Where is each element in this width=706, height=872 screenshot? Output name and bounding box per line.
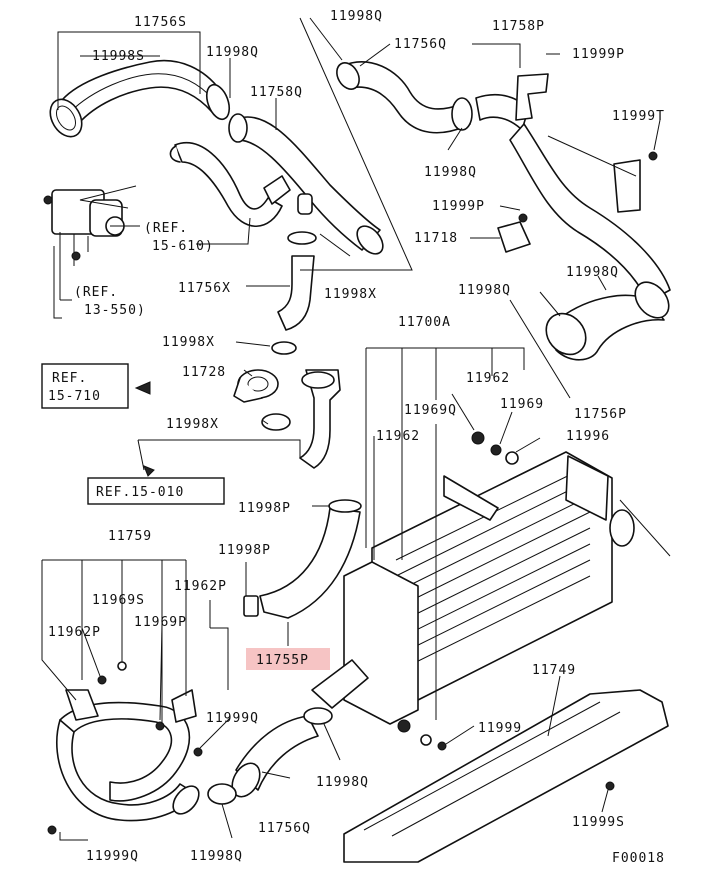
grommet-11969p[interactable] [155,721,165,731]
label-11998q-d[interactable]: 11998Q [566,265,619,280]
hose-11756q-top[interactable] [332,59,471,134]
label-11758q[interactable]: 11758Q [250,85,303,100]
label-11998q-e[interactable]: 11998Q [458,283,511,298]
ref-15-010[interactable]: REF.15-010 [96,485,184,500]
clamp-11998q-g[interactable] [207,783,237,805]
ref-15-610-line1[interactable]: (REF. [144,221,188,236]
label-11759[interactable]: 11759 [108,529,152,544]
small-pipe-center[interactable] [297,193,313,215]
ref-13-550-line2[interactable]: 13-550) [84,303,146,318]
label-11998q-a[interactable]: 11998Q [206,45,259,60]
label-11962-b[interactable]: 11962 [376,429,420,444]
ref-15-610-line2[interactable]: 15-610) [152,239,214,254]
label-11999p-b[interactable]: 11999P [432,199,485,214]
label-11962p-a[interactable]: 11962P [174,579,227,594]
label-11756q-top[interactable]: 11756Q [394,37,447,52]
ref-13-550-line1[interactable]: (REF. [74,285,118,300]
grommet-11969s[interactable] [117,661,127,671]
hose-11756p[interactable] [538,276,676,363]
pipe-upper-left[interactable] [169,142,291,228]
clamp-11998q-a[interactable] [202,82,233,123]
pipe-11756x[interactable] [277,231,317,331]
arrow-ref-15-710 [134,381,151,395]
pipe-11759[interactable] [56,689,204,822]
label-11969p[interactable]: 11969P [134,615,187,630]
label-11998s[interactable]: 11998S [92,49,145,64]
bracket-11718[interactable] [497,213,531,253]
ref-box-15-710[interactable] [41,363,129,409]
bracket-11999t[interactable] [613,151,658,213]
clamp-11998x-a[interactable] [271,341,297,355]
label-11999[interactable]: 11999 [478,721,522,736]
pipe-outlet-vertical[interactable] [299,369,341,469]
label-11758p[interactable]: 11758P [492,19,545,34]
label-11998x-a[interactable]: 11998X [324,287,377,302]
hose-11758q[interactable] [228,113,388,259]
bolt-11999s[interactable] [605,781,615,791]
label-11728[interactable]: 11728 [182,365,226,380]
label-11756x[interactable]: 11756X [178,281,231,296]
label-11998p-b[interactable]: 11998P [218,543,271,558]
label-11999p-a[interactable]: 11999P [572,47,625,62]
label-11998q-b[interactable]: 11998Q [330,9,383,24]
intercooler-11700a[interactable] [343,451,635,725]
label-11962-a[interactable]: 11962 [466,371,510,386]
label-11969s[interactable]: 11969S [92,593,145,608]
ref-15-710-line1[interactable]: REF. [52,371,87,386]
outlet-pipe-intercooler[interactable] [311,659,369,709]
arrow-ref-15-010 [143,465,155,477]
label-11999q-a[interactable]: 11999Q [206,711,259,726]
grommet-intercooler-bottom[interactable] [420,734,432,746]
hose-11756q-bottom[interactable] [227,715,319,802]
label-11969[interactable]: 11969 [500,397,544,412]
label-11996[interactable]: 11996 [566,429,610,444]
label-11999t[interactable]: 11999T [612,109,665,124]
label-11998x-b[interactable]: 11998X [162,335,215,350]
bracket-11962[interactable] [443,475,499,521]
clamp-11998q-f[interactable] [303,707,333,725]
bolt-11999q-a[interactable] [193,747,203,757]
label-11969q[interactable]: 11969Q [404,403,457,418]
label-11998p-a[interactable]: 11998P [238,501,291,516]
pipe-11758p[interactable] [475,73,549,131]
label-11756p[interactable]: 11756P [574,407,627,422]
grommet-11969q[interactable] [471,431,485,445]
valve-11728[interactable] [233,369,279,403]
bolt-11999q-b[interactable] [47,825,57,835]
label-11998q-c[interactable]: 11998Q [424,165,477,180]
clamp-11998q-c[interactable] [451,97,473,131]
leader-lines [41,17,671,841]
label-11749[interactable]: 11749 [532,663,576,678]
label-11718[interactable]: 11718 [414,231,458,246]
label-11999q-b[interactable]: 11999Q [86,849,139,864]
undercover-11749[interactable] [343,689,669,863]
label-11755p[interactable]: 11755P [256,653,309,668]
nut-11996[interactable] [505,451,519,465]
highlight-11755p [246,648,330,670]
grommet-intercooler-left[interactable] [397,719,411,733]
figure-code: F00018 [612,851,665,866]
label-11999s[interactable]: 11999S [572,815,625,830]
label-11998q-f[interactable]: 11998Q [316,775,369,790]
clamp-11998x-c[interactable] [261,413,291,431]
label-11998x-c[interactable]: 11998X [166,417,219,432]
label-11756s[interactable]: 11756S [134,15,187,30]
bolt-11999[interactable] [437,741,447,751]
label-11962p-b[interactable]: 11962P [48,625,101,640]
nut-11962p-a[interactable] [97,675,107,685]
ref-box-15-010[interactable] [87,477,225,505]
label-11998q-g[interactable]: 11998Q [190,849,243,864]
label-11756q-bottom[interactable]: 11756Q [258,821,311,836]
label-11700a[interactable]: 11700A [398,315,451,330]
ref-15-710-line2[interactable]: 15-710 [48,389,101,404]
boost-valve[interactable] [43,189,125,266]
grommet-11969[interactable] [490,444,502,456]
hose-11756s[interactable] [61,59,221,125]
hose-11755p[interactable] [243,499,362,619]
